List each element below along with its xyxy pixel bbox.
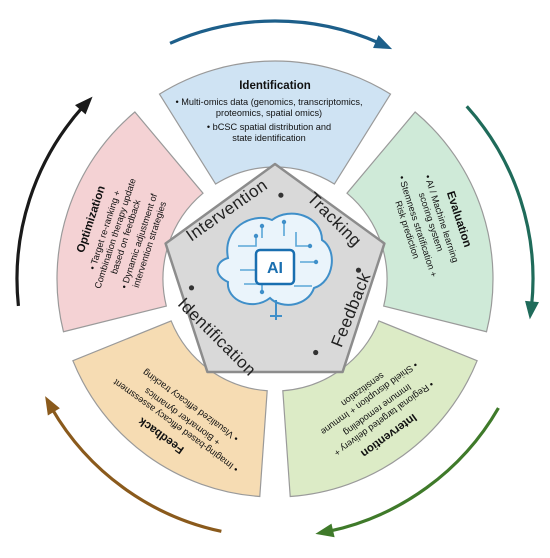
cycle-arrow-intervention	[328, 407, 500, 533]
sector-identification: Identification • Multi-omics data (genomi…	[158, 60, 392, 185]
sector-intervention-panel	[282, 320, 478, 498]
sector-evaluation: Evaluation• AI / Machine learningscoring…	[346, 111, 494, 333]
cycle-arrows	[15, 19, 539, 538]
sector-identification-item-1: • Multi-omics data (genomics, transcript…	[175, 97, 362, 118]
cycle-arrowhead-intervention	[315, 523, 335, 538]
sector-evaluation-panel	[346, 111, 494, 333]
cycle-arrow-identification	[169, 19, 381, 45]
sector-optimization-panel	[56, 111, 204, 333]
ai-label: AI	[267, 260, 283, 277]
cycle-arrowhead-feedback	[45, 396, 60, 416]
cycle-arrow-optimization	[15, 105, 85, 307]
cycle-arrow-feedback	[50, 407, 222, 533]
sector-identification-title: Identification	[239, 80, 311, 92]
center-word-separator	[188, 285, 195, 291]
center-word-separator	[278, 192, 284, 198]
ai-chip	[254, 248, 296, 286]
center-word-separator	[313, 349, 319, 356]
sector-feedback-panel	[72, 320, 268, 498]
cycle-arrowhead-evaluation	[525, 300, 539, 320]
center-word-separator	[355, 267, 362, 273]
sector-identification-panel	[158, 60, 392, 185]
sector-optimization: Optimization• Target re-ranking +Combina…	[56, 111, 204, 333]
cycle-arrow-evaluation	[465, 105, 535, 307]
cycle-arrowhead-optimization	[75, 96, 93, 115]
cycle-arrowhead-identification	[373, 35, 393, 50]
cycle-sectors: Identification • Multi-omics data (genomi…	[56, 60, 494, 498]
